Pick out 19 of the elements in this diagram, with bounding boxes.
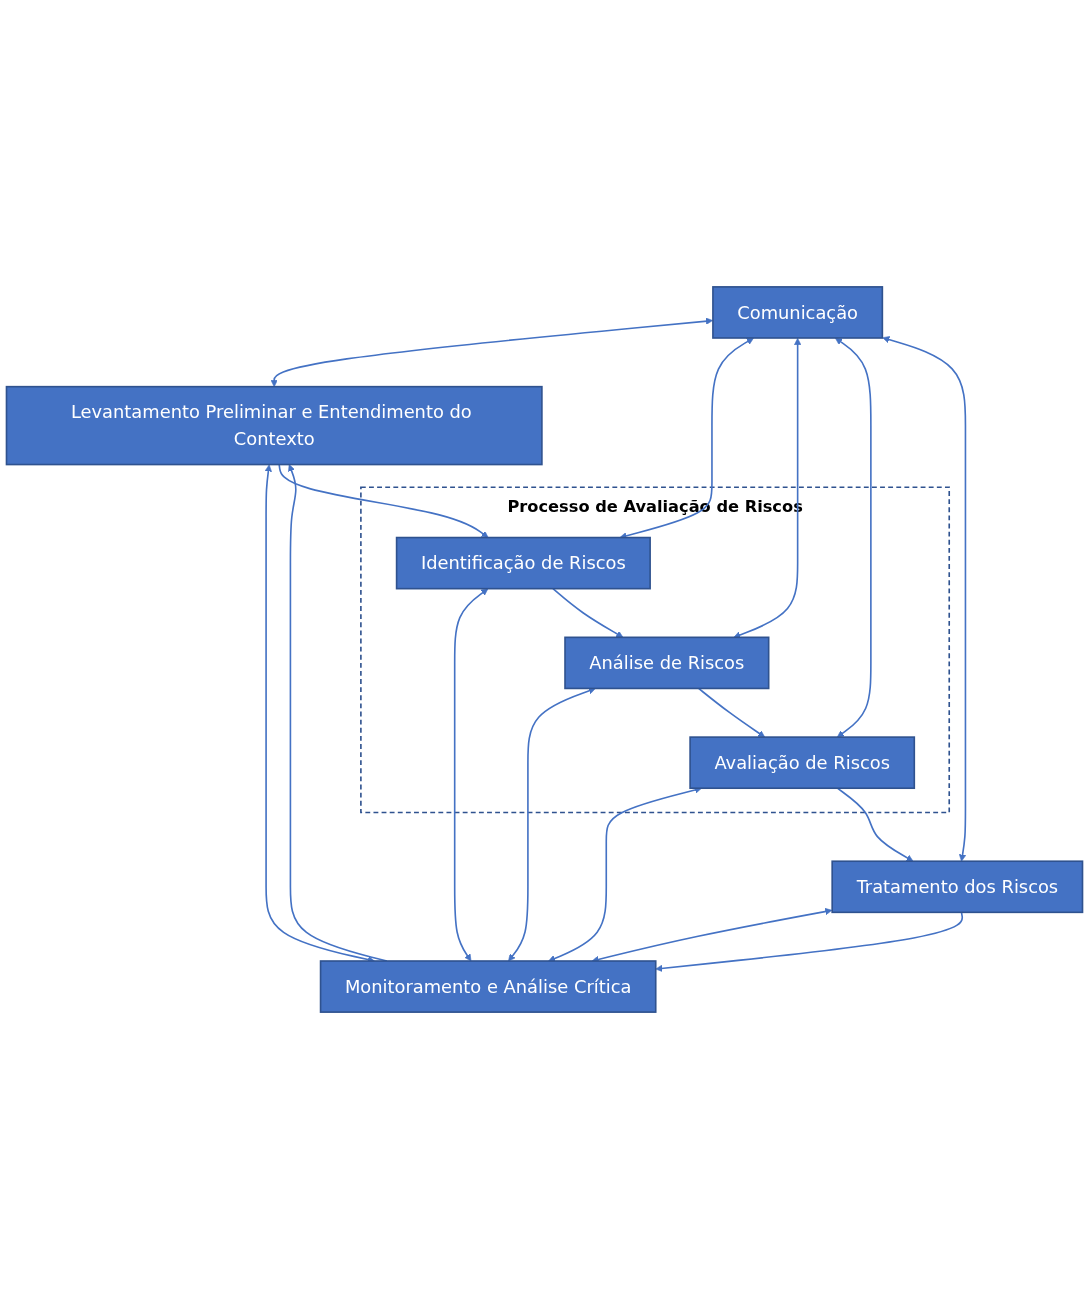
arrow (733, 338, 802, 639)
node-box: Identificação de Riscos (395, 536, 651, 590)
arrow (270, 317, 713, 387)
arrow (835, 337, 872, 738)
arrow (508, 687, 596, 962)
node-box: Análise de Riscos (564, 636, 770, 690)
node-box: Tratamento dos Riscos (831, 860, 1084, 914)
arrow (278, 463, 489, 538)
arrow (836, 787, 914, 862)
arrow (882, 336, 967, 862)
arrow (655, 911, 964, 972)
arrow (453, 588, 489, 962)
node-box: Levantamento Preliminar e Entendimento do Contexto (5, 385, 543, 466)
node-box: Comunicação (712, 286, 884, 339)
arrow (552, 587, 624, 638)
node-box: Monitoramento e Análise Crítica (319, 960, 657, 1013)
arrow (697, 687, 765, 738)
node-box: Avaliação de Riscos (689, 736, 916, 790)
arrow (591, 908, 833, 963)
